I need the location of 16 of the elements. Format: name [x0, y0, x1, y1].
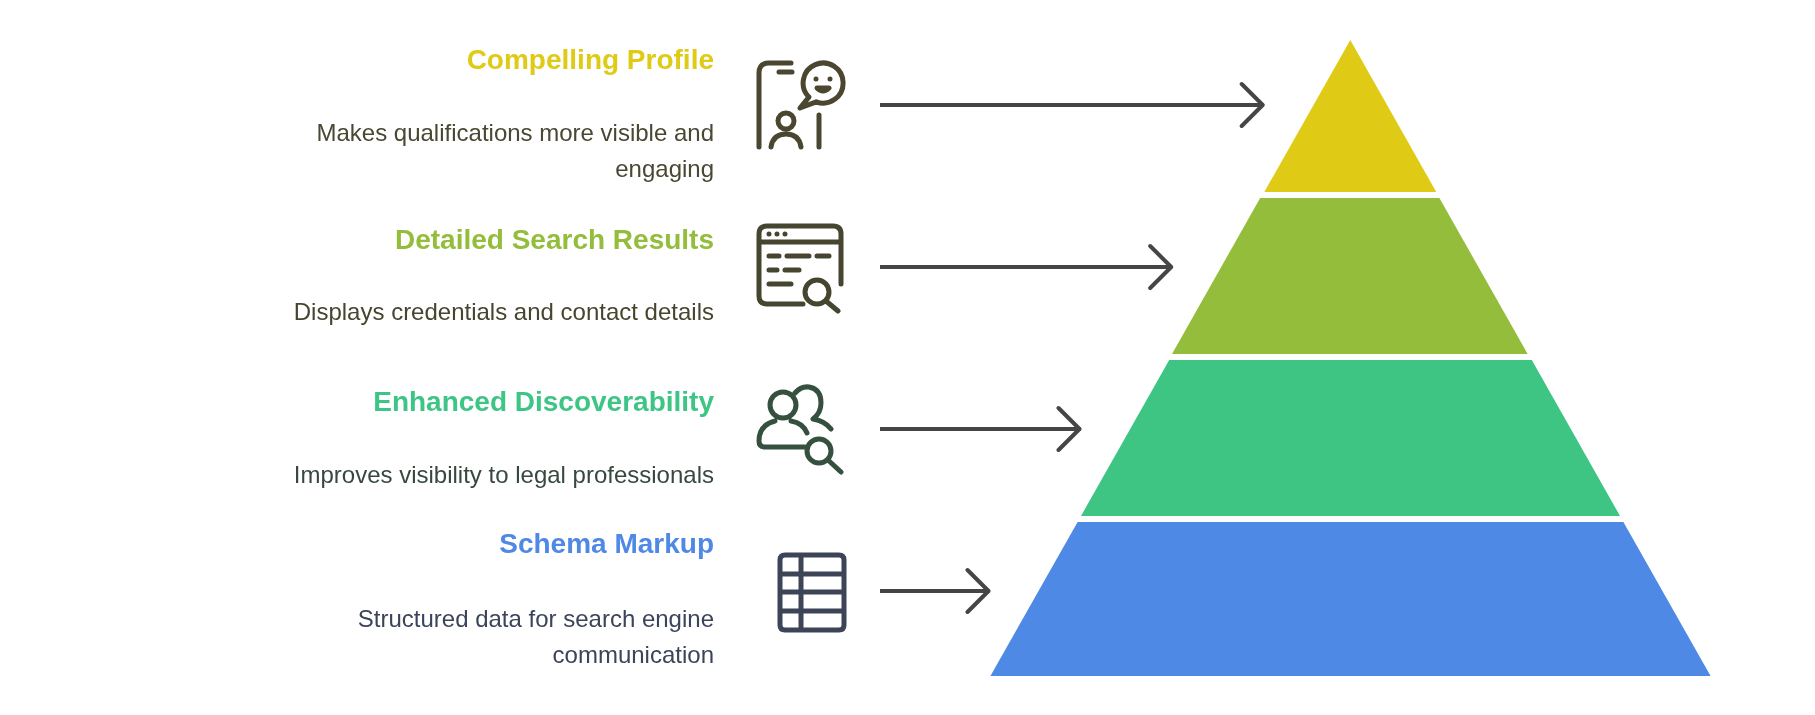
arrow: [880, 244, 1174, 290]
tier-title: Schema Markup: [499, 528, 714, 560]
pyramid-tier: [1263, 39, 1437, 192]
pyramid-tier: [1172, 197, 1528, 354]
arrow: [880, 568, 991, 614]
tier-title: Enhanced Discoverability: [373, 386, 714, 418]
tier-description: Displays credentials and contact details: [293, 297, 714, 327]
tier-description: Improves visibility to legal professionals: [293, 460, 714, 490]
arrow: [880, 82, 1265, 128]
arrow: [880, 406, 1082, 452]
pyramid-tier: [1080, 359, 1620, 516]
tier-title: Compelling Profile: [466, 44, 714, 76]
tier-description: Makes qualifications more visible and engaging: [315, 118, 714, 184]
pyramid-tier: [989, 521, 1711, 677]
tier-description: Structured data for search engine communication: [356, 604, 714, 670]
tier-title: Detailed Search Results: [394, 224, 714, 256]
